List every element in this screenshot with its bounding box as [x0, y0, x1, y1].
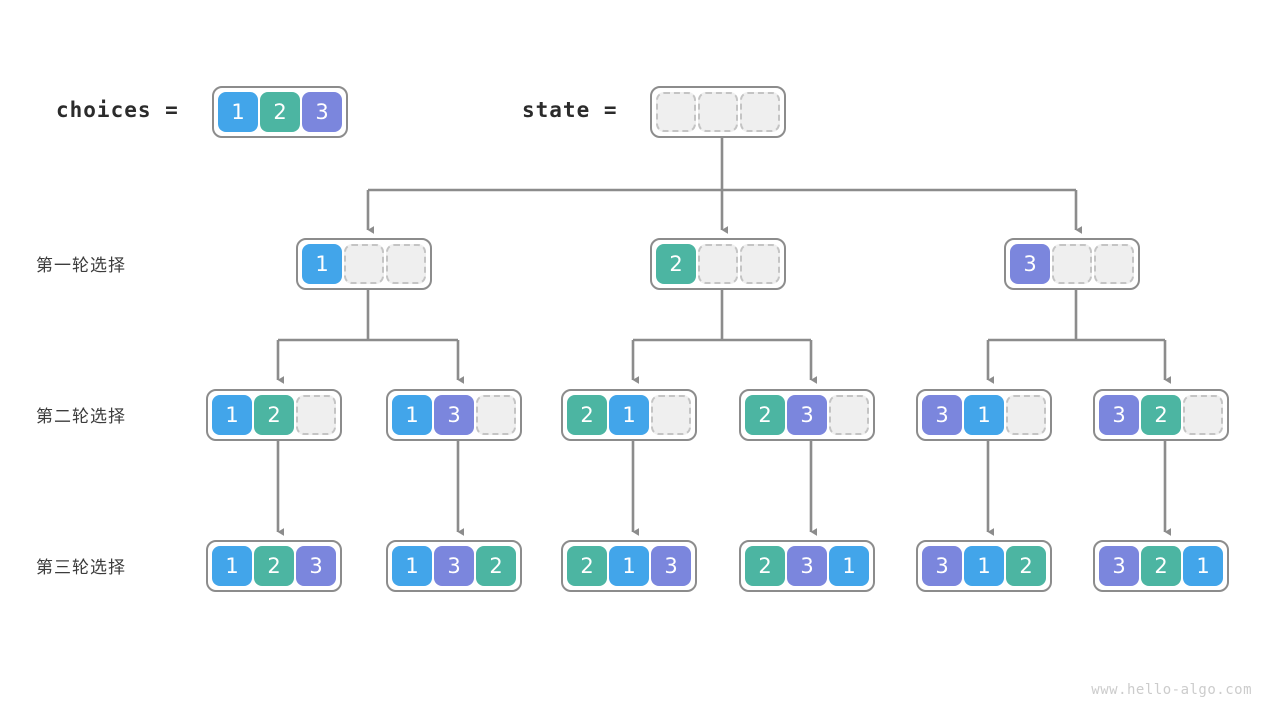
choices-cell-2: 3 [302, 92, 342, 132]
cell-r2-c3-0: 2 [745, 395, 785, 435]
node-r3-c3: 2 3 1 [739, 540, 875, 592]
node-r1-c2: 3 [1004, 238, 1140, 290]
node-r3-c5: 3 2 1 [1093, 540, 1229, 592]
cell-r3-c2-1: 1 [609, 546, 649, 586]
cell-r2-c2-1: 1 [609, 395, 649, 435]
cell-r1-c1-1 [698, 244, 738, 284]
cell-r2-c5-1: 2 [1141, 395, 1181, 435]
node-r1-c1: 2 [650, 238, 786, 290]
choices-cell-1: 2 [260, 92, 300, 132]
cell-r3-c3-0: 2 [745, 546, 785, 586]
cell-r3-c1-2: 2 [476, 546, 516, 586]
cell-r2-c4-2 [1006, 395, 1046, 435]
cell-r3-c2-0: 2 [567, 546, 607, 586]
cell-r3-c4-0: 3 [922, 546, 962, 586]
cell-r2-c3-1: 3 [787, 395, 827, 435]
cell-r1-c1-0: 2 [656, 244, 696, 284]
cell-r3-c2-2: 3 [651, 546, 691, 586]
node-r3-c1: 1 3 2 [386, 540, 522, 592]
cell-r2-c5-0: 3 [1099, 395, 1139, 435]
node-r3-c0: 1 2 3 [206, 540, 342, 592]
cell-r2-c5-2 [1183, 395, 1223, 435]
choices-cell-0: 1 [218, 92, 258, 132]
row-label-round-3: 第三轮选择 [36, 558, 126, 578]
cell-r3-c5-2: 1 [1183, 546, 1223, 586]
cell-r3-c0-1: 2 [254, 546, 294, 586]
cell-r2-c2-2 [651, 395, 691, 435]
site-watermark: www.hello-algo.com [1091, 682, 1252, 698]
cell-r2-c4-1: 1 [964, 395, 1004, 435]
cell-r3-c3-1: 3 [787, 546, 827, 586]
node-r2-c2: 2 1 [561, 389, 697, 441]
cell-r1-c2-0: 3 [1010, 244, 1050, 284]
cell-r2-c1-2 [476, 395, 516, 435]
node-r2-c5: 3 2 [1093, 389, 1229, 441]
row-label-round-1: 第一轮选择 [36, 256, 126, 276]
cell-r3-c1-0: 1 [392, 546, 432, 586]
state-cell-1 [698, 92, 738, 132]
node-r2-c3: 2 3 [739, 389, 875, 441]
cell-r2-c0-0: 1 [212, 395, 252, 435]
cell-r3-c3-2: 1 [829, 546, 869, 586]
cell-r3-c1-1: 3 [434, 546, 474, 586]
cell-r3-c5-1: 2 [1141, 546, 1181, 586]
node-r2-c1: 1 3 [386, 389, 522, 441]
cell-r3-c5-0: 3 [1099, 546, 1139, 586]
cell-r2-c1-1: 3 [434, 395, 474, 435]
choices-array: 1 2 3 [212, 86, 348, 138]
node-r3-c2: 2 1 3 [561, 540, 697, 592]
cell-r3-c4-2: 2 [1006, 546, 1046, 586]
state-cell-0 [656, 92, 696, 132]
cell-r2-c0-2 [296, 395, 336, 435]
cell-r1-c0-2 [386, 244, 426, 284]
cell-r1-c0-1 [344, 244, 384, 284]
choices-label: choices = [56, 98, 179, 122]
cell-r1-c2-1 [1052, 244, 1092, 284]
cell-r2-c4-0: 3 [922, 395, 962, 435]
cell-r2-c1-0: 1 [392, 395, 432, 435]
cell-r3-c4-1: 1 [964, 546, 1004, 586]
node-r2-c4: 3 1 [916, 389, 1052, 441]
cell-r2-c0-1: 2 [254, 395, 294, 435]
state-label: state = [522, 98, 618, 122]
cell-r2-c3-2 [829, 395, 869, 435]
state-cell-2 [740, 92, 780, 132]
node-r3-c4: 3 1 2 [916, 540, 1052, 592]
state-array [650, 86, 786, 138]
node-r2-c0: 1 2 [206, 389, 342, 441]
node-r1-c0: 1 [296, 238, 432, 290]
cell-r1-c2-2 [1094, 244, 1134, 284]
row-label-round-2: 第二轮选择 [36, 407, 126, 427]
cell-r3-c0-2: 3 [296, 546, 336, 586]
cell-r2-c2-0: 2 [567, 395, 607, 435]
cell-r3-c0-0: 1 [212, 546, 252, 586]
cell-r1-c0-0: 1 [302, 244, 342, 284]
cell-r1-c1-2 [740, 244, 780, 284]
